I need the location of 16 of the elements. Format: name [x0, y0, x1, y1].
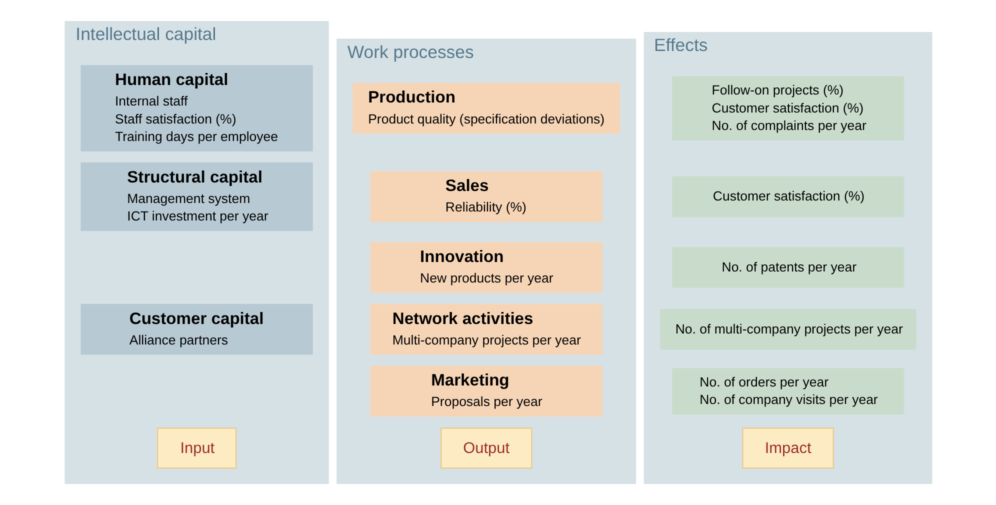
node-box: Human capital Internal staff Staff satisfaction (%) Training days per employee [80, 65, 312, 152]
node-box: Structural capital Management system ICT investment per year [80, 162, 312, 231]
node-box: Input [156, 428, 236, 469]
node-box: Output [440, 428, 532, 469]
node-box: Impact [742, 428, 834, 469]
node-box: Sales Reliability (%) [370, 171, 602, 222]
node-box: No. of orders per year No. of company visits per year [672, 368, 904, 414]
node-box: Network activities Multi-company projects per year [370, 304, 602, 355]
node-box: Follow-on projects (%) Customer satisfaction (%) No. of complaints per year [672, 76, 904, 140]
node-box: No. of patents per year [672, 246, 904, 288]
node-box: Innovation New products per year [370, 242, 602, 293]
node-box: Customer satisfaction (%) [672, 176, 904, 218]
node-box: Customer capital Alliance partners [80, 304, 312, 355]
node-box: Production Product quality (specification deviations) [352, 82, 620, 134]
node-box: Marketing Proposals per year [370, 366, 602, 417]
node-box: No. of multi-company projects per year [659, 308, 916, 350]
